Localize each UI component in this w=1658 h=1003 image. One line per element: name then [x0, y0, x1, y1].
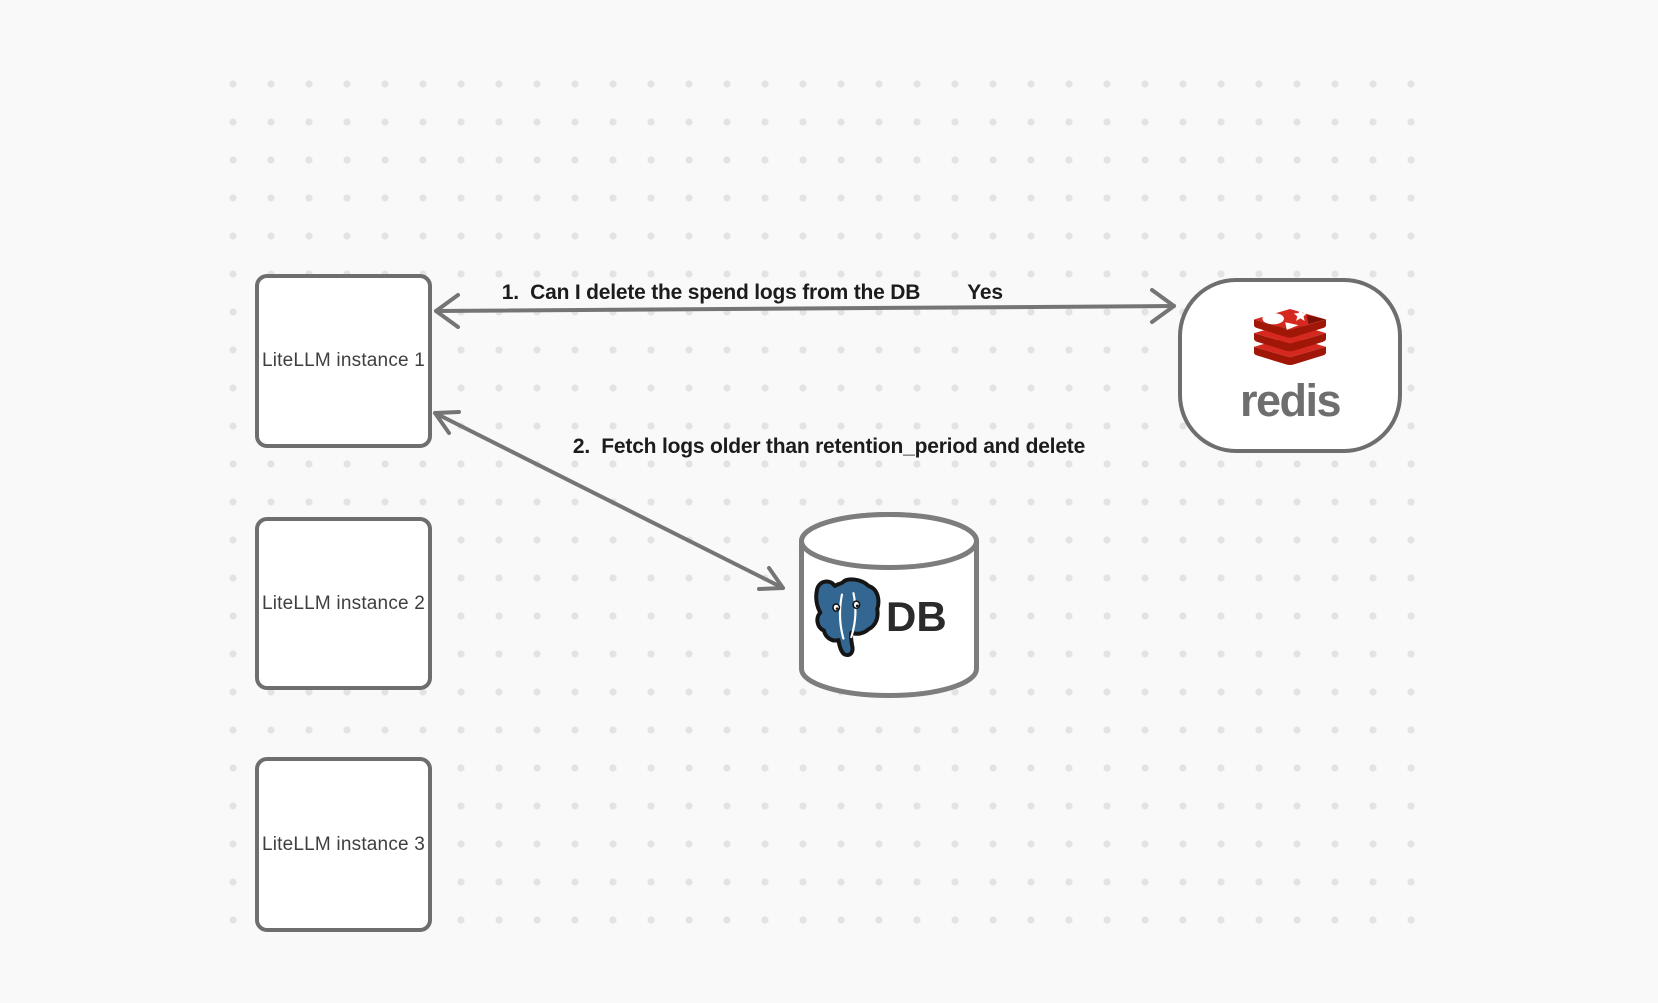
redis-cube-stack-icon — [1254, 308, 1326, 365]
node-litellm-instance-1[interactable]: LiteLLM instance 1 — [255, 274, 432, 448]
node-label: LiteLLM instance 2 — [261, 592, 426, 614]
node-litellm-instance-2[interactable]: LiteLLM instance 2 — [255, 517, 432, 690]
arrow-1-label[interactable]: 1. Can I delete the spend logs from the … — [501, 281, 921, 304]
arrow-2-label[interactable]: 2. Fetch logs older than retention_perio… — [572, 435, 1086, 458]
node-redis[interactable]: redis — [1178, 278, 1402, 453]
db-node-label: DB — [886, 593, 947, 640]
node-litellm-instance-3[interactable]: LiteLLM instance 3 — [255, 757, 432, 932]
db-cylinder-shape[interactable] — [798, 512, 980, 698]
postgresql-elephant-icon — [814, 577, 881, 658]
arrow-1-response-label[interactable]: Yes — [967, 281, 1003, 304]
node-label: LiteLLM instance 3 — [261, 833, 426, 855]
redis-wordmark: redis — [1239, 374, 1342, 426]
node-label: LiteLLM instance 1 — [261, 350, 426, 371]
